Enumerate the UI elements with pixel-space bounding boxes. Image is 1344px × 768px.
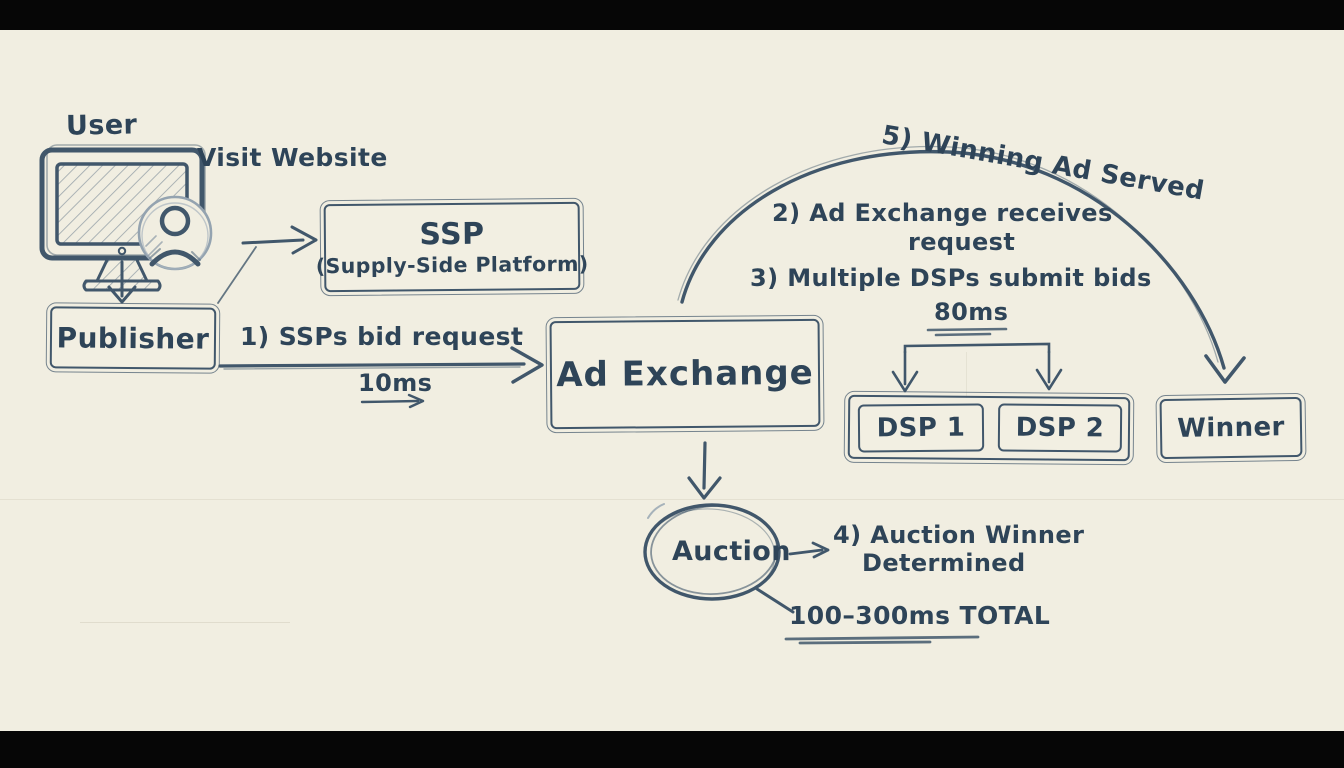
visit-website-label: Visit Website: [197, 143, 388, 172]
total-time-label: 100–300ms TOTAL: [789, 601, 1051, 630]
underline-total: [784, 635, 980, 645]
letterbox-bar-bottom: [0, 731, 1344, 768]
dsp1-box: DSP 1: [857, 403, 985, 453]
publisher-box: Publisher: [45, 302, 221, 374]
winner-box: Winner: [1155, 392, 1307, 464]
ad-exchange-box: Ad Exchange: [545, 314, 825, 434]
line-auction-to-total: [755, 587, 795, 614]
step5-label: 5) Winning Ad Served: [879, 120, 1207, 207]
arrow-auction-to-step4: [788, 541, 830, 559]
dsp2-label: DSP 2: [1015, 412, 1105, 444]
user-avatar-icon: [137, 195, 213, 271]
arrow-user-to-publisher: [107, 260, 137, 304]
user-monitor-icon: [39, 144, 206, 292]
arrow-user-to-ssp: [217, 225, 318, 304]
dsp2-box: DSP 2: [997, 403, 1123, 453]
step4-line1-label: 4) Auction Winner: [833, 521, 1085, 549]
dsp1-label: DSP 1: [876, 412, 966, 444]
user-label: User: [65, 109, 138, 142]
publisher-label: Publisher: [56, 320, 210, 356]
bracket-dsps: [891, 342, 1063, 393]
ssp-box: SSP (Supply-Side Platform): [316, 197, 589, 297]
step2-line1-label: 2) Ad Exchange receives: [772, 199, 1113, 227]
paper-rule-line: [966, 352, 967, 398]
step1-label: 1) SSPs bid request: [240, 322, 524, 351]
letterbox-bar-top: [0, 0, 1344, 30]
ad-exchange-label: Ad Exchange: [556, 352, 814, 396]
step3-label: 3) Multiple DSPs submit bids: [750, 264, 1152, 292]
arrow-adexchange-to-auction: [687, 441, 722, 500]
winner-label: Winner: [1177, 412, 1285, 444]
auction-label: Auction: [672, 536, 791, 567]
step2-line2-label: request: [908, 228, 1016, 256]
paper-rule-line: [0, 499, 1344, 500]
paper-rule-line: [80, 622, 290, 623]
step3-time-label: 80ms: [934, 298, 1009, 326]
step1-time-label: 10ms: [358, 369, 433, 397]
step4-line2-label: Determined: [862, 549, 1026, 577]
ssp-subtitle: (Supply-Side Platform): [315, 251, 589, 279]
ssp-title: SSP: [419, 216, 485, 253]
underline-80ms: [926, 327, 1008, 337]
